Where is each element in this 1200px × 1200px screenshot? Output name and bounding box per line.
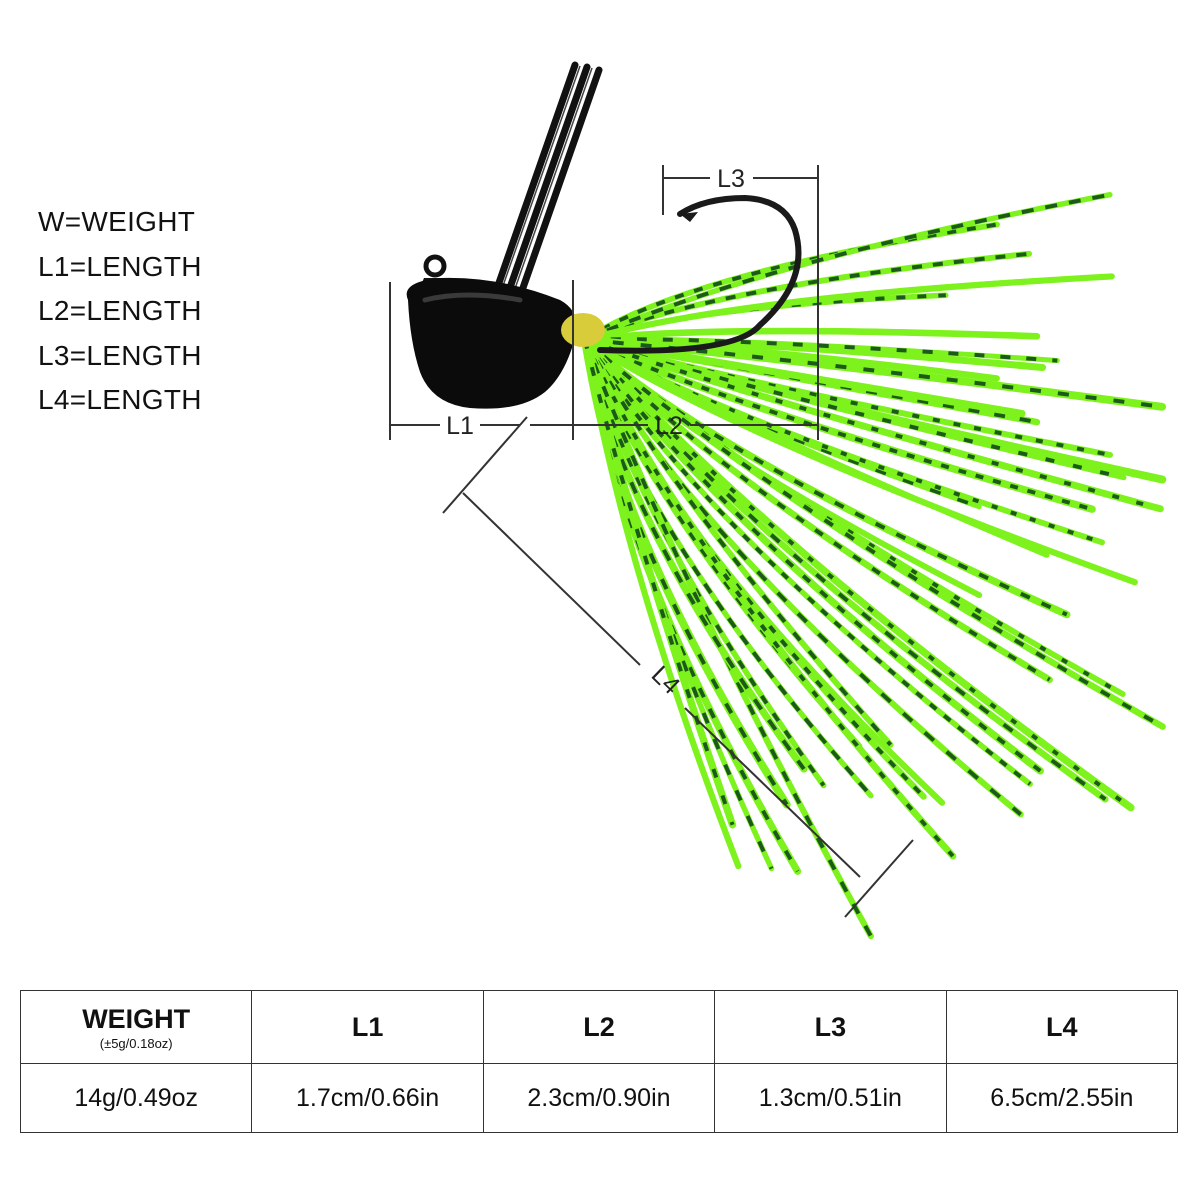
header-l2-label: L2 — [583, 1011, 615, 1042]
skirt-strand — [581, 336, 1164, 513]
value-weight: 14g/0.49oz — [19, 1063, 253, 1133]
value-l3-text: 1.3cm/0.51in — [758, 1083, 902, 1112]
header-weight-label: WEIGHT — [82, 1003, 191, 1034]
header-l3: L3 — [714, 990, 947, 1064]
header-l2: L2 — [482, 990, 716, 1064]
skirt-speckle — [583, 338, 1124, 696]
skirt-speckle — [584, 338, 1125, 480]
header-l1: L1 — [251, 990, 484, 1064]
table-header-row: WEIGHT (±5g/0.18oz) L1 L2 L3 L4 — [19, 990, 1179, 1064]
skirt-speckle — [583, 339, 893, 747]
skirt-strand — [581, 336, 1135, 812]
header-weight-tolerance: (±5g/0.18oz) — [99, 1035, 173, 1051]
jig-diagram: L1 L2 L3 L4 — [389, 61, 1167, 940]
silicone-skirt — [581, 192, 1167, 940]
legend-l4: L4=LENGTH — [38, 384, 202, 415]
legend-l3: L3=LENGTH — [38, 339, 202, 371]
header-l3-label: L3 — [814, 1011, 847, 1042]
header-l1-label: L1 — [351, 1011, 384, 1042]
header-weight: WEIGHT (±5g/0.18oz) — [19, 990, 253, 1064]
hook — [597, 194, 802, 354]
legend-weight: W=WEIGHT — [38, 206, 196, 237]
value-l3: 1.3cm/0.51in — [714, 1063, 947, 1133]
dim-label-l3: L3 — [717, 165, 745, 193]
dimension-lines — [389, 165, 914, 918]
skirt-speckle — [583, 339, 873, 798]
skirt-speckle — [583, 339, 826, 787]
skirt-speckle — [583, 338, 1107, 801]
skirt-speckle — [583, 339, 955, 858]
skirt-strand — [581, 273, 1115, 344]
skirt-speckle — [584, 338, 1038, 425]
value-l2: 2.3cm/0.90in — [482, 1063, 716, 1133]
legend: W=WEIGHT L1=LENGTH L2=LENGTH L3=LENGTH L… — [38, 200, 202, 423]
skirt-strand — [581, 336, 742, 870]
dim-label-l1: L1 — [446, 412, 474, 440]
skirt-strand — [582, 192, 1113, 343]
value-l4-text: 6.5cm/2.55in — [990, 1083, 1134, 1112]
skirt-strand — [581, 336, 1138, 586]
value-l1: 1.7cm/0.66in — [251, 1063, 484, 1133]
value-l1-text: 1.7cm/0.66in — [296, 1083, 440, 1112]
skirt-speckle — [584, 192, 1111, 342]
skirt-strand — [581, 336, 1044, 775]
header-l4: L4 — [945, 990, 1179, 1064]
dim-label-l2: L2 — [655, 412, 683, 440]
skirt-strand — [582, 337, 1033, 787]
weed-guard — [489, 61, 603, 309]
value-weight-text: 14g/0.49oz — [74, 1083, 199, 1112]
legend-l1: L1=LENGTH — [38, 250, 202, 282]
value-l4: 6.5cm/2.55in — [945, 1063, 1179, 1133]
legend-l2: L2=LENGTH — [38, 295, 202, 326]
skirt-speckle — [584, 338, 1093, 512]
value-l2-text: 2.3cm/0.90in — [527, 1083, 671, 1112]
skirt-speckle — [583, 339, 735, 826]
skirt-speckle — [584, 338, 1163, 409]
spec-table: WEIGHT (±5g/0.18oz) L1 L2 L3 L4 14g/0.49… — [19, 990, 1179, 1133]
skirt-speckle — [583, 338, 1051, 682]
header-l4-label: L4 — [1046, 1011, 1078, 1042]
skirt-strand — [581, 336, 1166, 730]
table-value-row: 14g/0.49oz 1.7cm/0.66in 2.3cm/0.90in 1.3… — [19, 1063, 1179, 1133]
